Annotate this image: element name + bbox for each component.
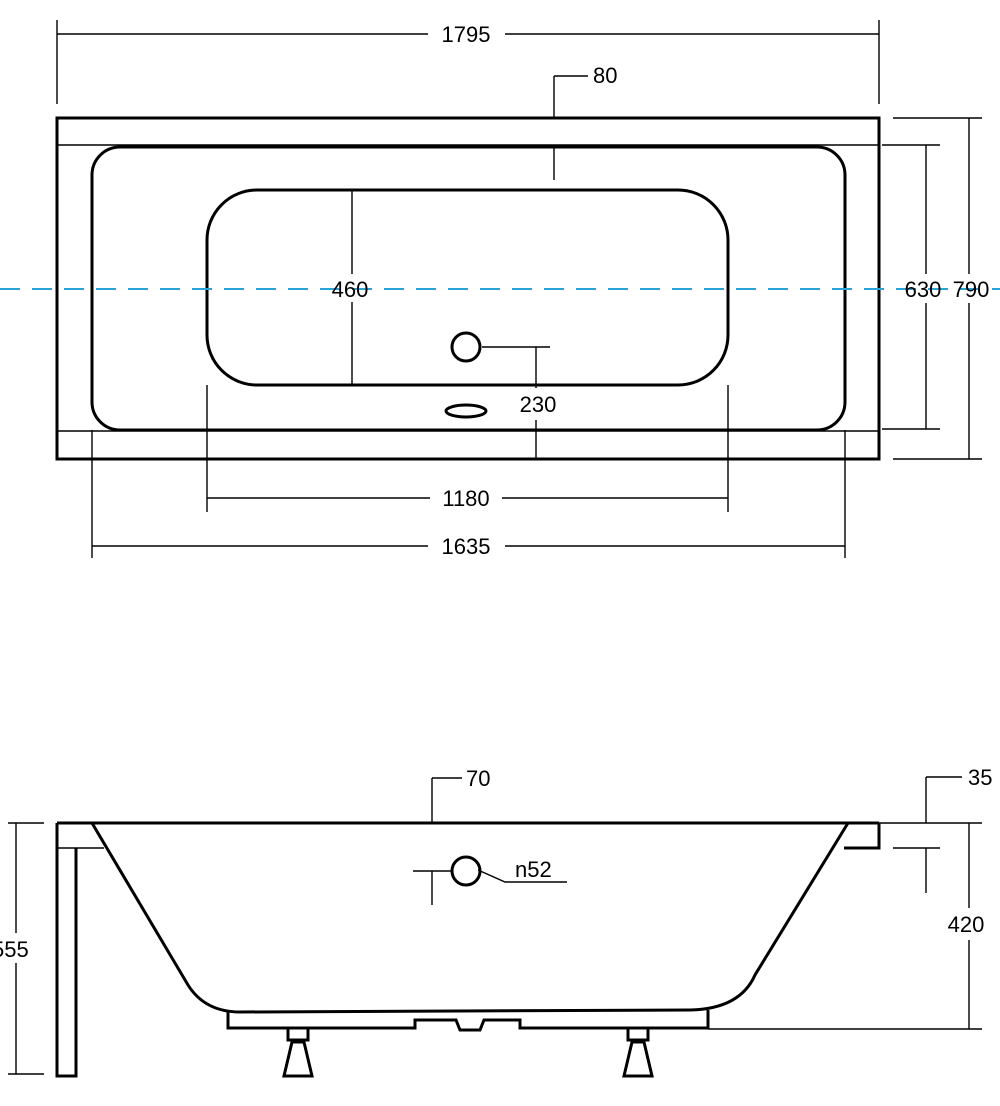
top-view: 1795 80 460 230 1180 1635 630	[0, 20, 1000, 559]
dim-230-label: 230	[520, 392, 557, 417]
dim-630-label: 630	[905, 277, 942, 302]
foot-right-bolt	[626, 1026, 650, 1042]
foot-right	[622, 1026, 654, 1078]
dim-1635-label: 1635	[442, 534, 491, 559]
dim-70-label: 70	[466, 766, 490, 791]
overflow-outlet-icon	[444, 403, 488, 419]
n52-leader	[477, 869, 567, 883]
dim-35-label: 35	[968, 765, 992, 790]
side-view: n52 70 35 420 555	[0, 765, 992, 1078]
dim-420-label: 420	[948, 912, 985, 937]
dim-555-label: 555	[0, 937, 29, 962]
dim-460-label: 460	[332, 277, 369, 302]
dim-790-label: 790	[953, 277, 990, 302]
foot-left-pad	[282, 1040, 314, 1078]
dim-1795-label: 1795	[442, 22, 491, 47]
foot-right-pad	[622, 1040, 654, 1078]
tub-body-profile	[90, 822, 850, 1014]
left-panel-post	[55, 823, 78, 1078]
overflow-icon	[450, 855, 482, 887]
drain-outlet-icon	[450, 331, 482, 363]
dim-80-label: 80	[593, 63, 617, 88]
foot-left-bolt	[286, 1026, 310, 1042]
tub-bottom-area	[205, 188, 730, 387]
dim-1180-label: 1180	[442, 486, 489, 511]
dim-n52-label: n52	[515, 857, 552, 882]
foot-left	[282, 1026, 314, 1078]
rim-right-edge	[844, 823, 881, 850]
tub-base-support	[226, 1010, 710, 1032]
